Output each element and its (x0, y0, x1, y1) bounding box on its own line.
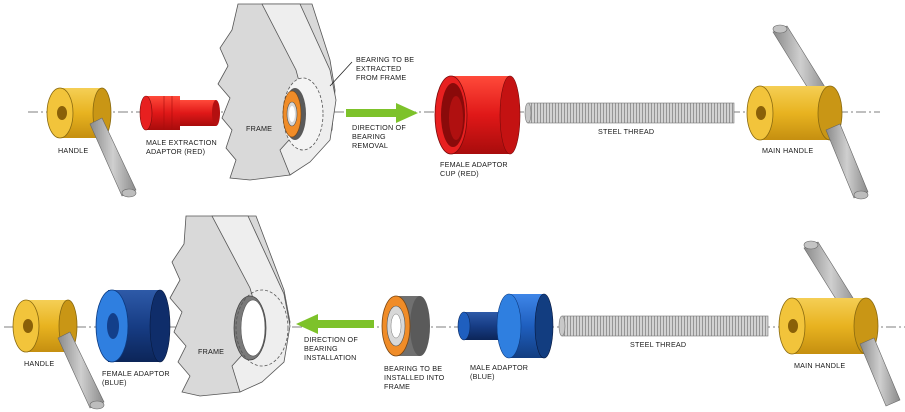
main-handle (746, 24, 869, 200)
bearing-leader-line (329, 61, 353, 87)
installation-arrow (296, 314, 374, 334)
handle-label: HANDLE (24, 359, 54, 368)
steel-thread (558, 315, 769, 337)
handle-part (12, 299, 105, 410)
cup-label-2: CUP (RED) (440, 169, 479, 178)
main-handle-label: MAIN HANDLE (762, 146, 813, 155)
male-adaptor-label-1: MALE EXTRACTION (146, 138, 217, 147)
installation-diagram: HANDLE FEMALE ADAPTOR (BLUE) FRAME DIREC… (4, 215, 905, 410)
steel-thread (524, 102, 735, 124)
male-adaptor-blue (457, 293, 554, 359)
bearing-label-2: INSTALLED INTO (384, 373, 445, 382)
direction-label-2: BEARING (304, 344, 338, 353)
bearing-label-3: FRAME (384, 382, 410, 391)
handle-part (46, 87, 137, 198)
extraction-diagram: HANDLE MALE EXTRACTION ADAPTOR (RED) FRA… (28, 3, 880, 200)
female-adaptor-label-2: (BLUE) (102, 378, 127, 387)
male-adaptor-label-1: MALE ADAPTOR (470, 363, 528, 372)
bearing-label-2: EXTRACTED (356, 64, 401, 73)
cup-label-1: FEMALE ADAPTOR (440, 160, 508, 169)
direction-label-1: DIRECTION OF (352, 123, 406, 132)
female-adaptor-blue (95, 289, 171, 363)
bearing-label-1: BEARING TO BE (356, 55, 414, 64)
male-extraction-adaptor (139, 95, 220, 131)
direction-label-2: BEARING (352, 132, 386, 141)
male-adaptor-label-2: ADAPTOR (RED) (146, 147, 205, 156)
female-adaptor-label-1: FEMALE ADAPTOR (102, 369, 170, 378)
main-handle-label: MAIN HANDLE (794, 361, 845, 370)
male-adaptor-label-2: (BLUE) (470, 372, 495, 381)
direction-label-3: INSTALLATION (304, 353, 356, 362)
direction-label-1: DIRECTION OF (304, 335, 358, 344)
frame-label: FRAME (198, 347, 224, 356)
direction-label-3: REMOVAL (352, 141, 388, 150)
bearing-label-3: FROM FRAME (356, 73, 406, 82)
female-adaptor-cup (434, 75, 521, 155)
frame-installation (169, 215, 291, 397)
thread-label: STEEL THREAD (598, 127, 654, 136)
removal-arrow (346, 103, 418, 123)
thread-label: STEEL THREAD (630, 340, 686, 349)
handle-label: HANDLE (58, 146, 88, 155)
main-handle (778, 240, 901, 407)
frame-extraction (217, 3, 337, 181)
frame-label: FRAME (246, 124, 272, 133)
bearing-part (381, 295, 430, 357)
bearing-label-1: BEARING TO BE (384, 364, 442, 373)
